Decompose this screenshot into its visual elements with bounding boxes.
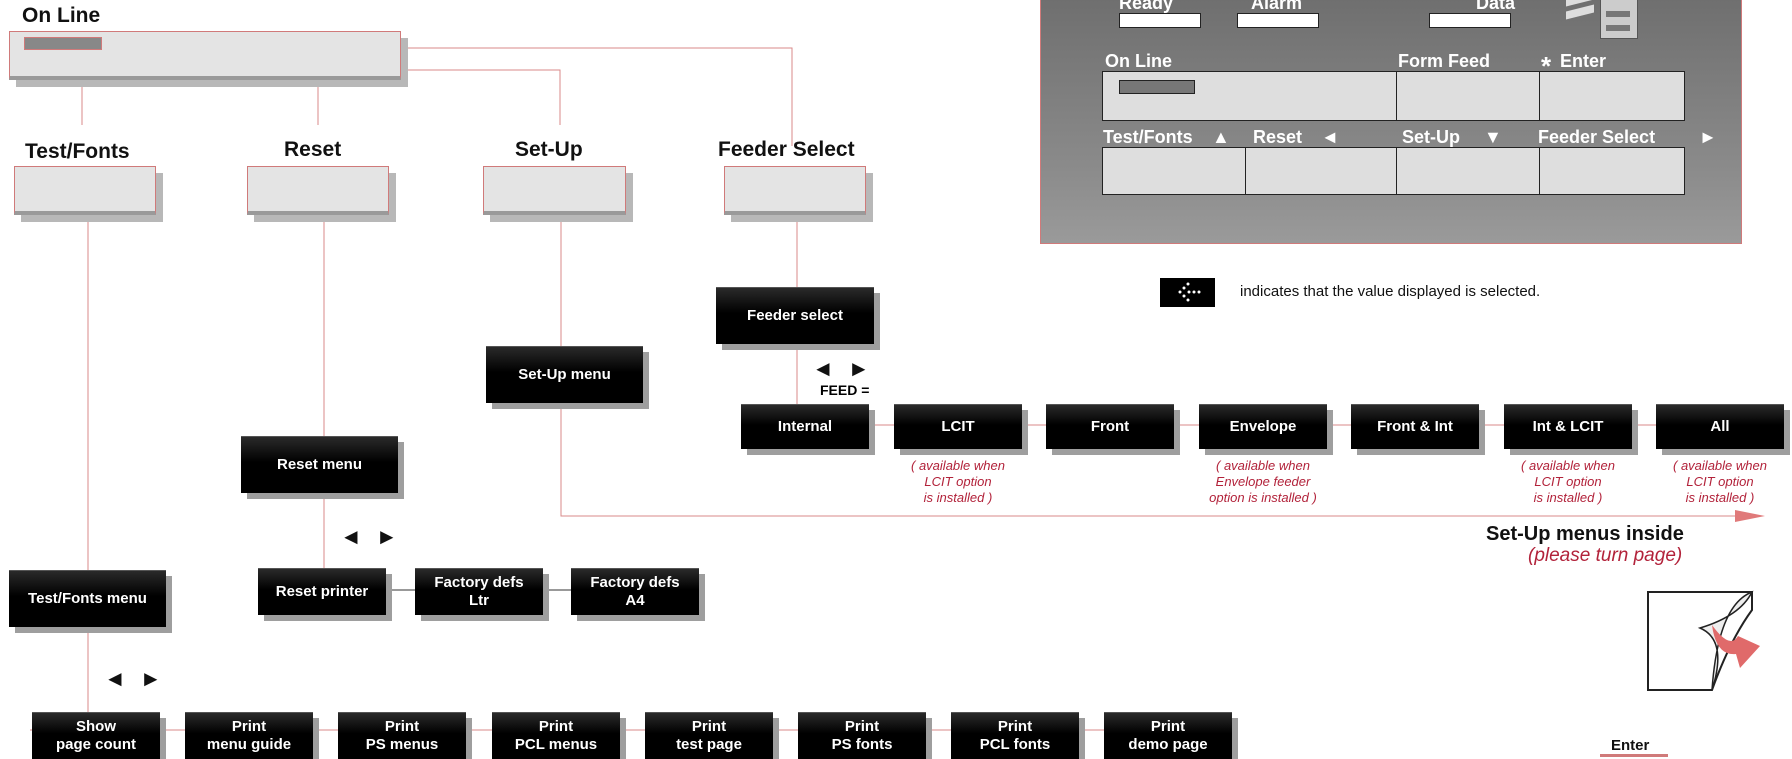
online-indicator-small (24, 37, 102, 50)
panel-online-label: On Line (1105, 51, 1172, 71)
feed-label: FEED = (820, 382, 870, 398)
up-arrow-icon: ▲ (1212, 127, 1230, 147)
legend-text: indicates that the value displayed is se… (1240, 283, 1541, 300)
printer-icon (1566, 0, 1638, 39)
testfonts-heading: Test/Fonts (25, 140, 130, 163)
online-indicator (1119, 80, 1195, 94)
reset-item: Reset printer (258, 568, 386, 615)
panel-online-key[interactable] (1102, 71, 1397, 121)
lcit-note: ( available when LCIT option is installe… (911, 458, 1005, 505)
envelope-note: ( available when Envelope feeder option … (1209, 458, 1317, 505)
reset-heading: Reset (284, 138, 342, 161)
feed-option-envelope: Envelope (1199, 404, 1327, 449)
data-led (1429, 13, 1511, 28)
panel-formfeed-label: Form Feed (1398, 51, 1491, 71)
setup-heading: Set-Up (515, 138, 583, 161)
selected-indicator-icon (1160, 278, 1215, 307)
online-heading: On Line (22, 4, 101, 27)
feeder-select-menu: Feeder select (716, 287, 874, 344)
right-arrow-icon: ► (1699, 127, 1717, 147)
panel-formfeed-key[interactable] (1396, 71, 1540, 121)
left-arrow-icon: ◄ (1321, 127, 1339, 147)
panel-reset-key[interactable] (1245, 147, 1397, 195)
setup-menu: Set-Up menu (486, 346, 643, 403)
enter-star-icon: * (1541, 51, 1552, 81)
panel-setup-label: Set-Up (1402, 127, 1460, 147)
reset-menu: Reset menu (241, 436, 398, 493)
panel-reset-label: Reset (1253, 127, 1303, 147)
feed-option-internal: Internal (741, 404, 869, 449)
reset-nav-arrows-icon: ◄ ► (340, 524, 402, 549)
down-arrow-icon: ▼ (1484, 127, 1502, 147)
feed-option-all: All (1656, 404, 1784, 449)
setup-key[interactable] (483, 166, 626, 215)
led-label-data: Data (1476, 0, 1516, 13)
setup-inside-subtitle: (please turn page) (1528, 545, 1683, 566)
feed-option-front-int: Front & Int (1351, 404, 1479, 449)
panel-testfonts-label: Test/Fonts (1103, 127, 1193, 147)
panel-setup-key[interactable] (1396, 147, 1540, 195)
testfonts-key[interactable] (14, 166, 156, 215)
feeder-heading: Feeder Select (718, 138, 855, 161)
panel-enter-label: Enter (1560, 51, 1607, 71)
feed-option-lcit: LCIT (894, 404, 1022, 449)
enter-bottom-key (1600, 754, 1668, 757)
panel-feeder-key[interactable] (1539, 147, 1685, 195)
reset-key[interactable] (247, 166, 389, 215)
led-label-alarm: Alarm (1251, 0, 1303, 13)
control-panel: Ready Alarm Data On Line Form Feed * Ent… (1040, 0, 1742, 244)
led-label-ready: Ready (1119, 0, 1174, 13)
panel-feeder-label: Feeder Select (1538, 127, 1656, 147)
testfonts-menu: Test/Fonts menu (9, 570, 166, 627)
panel-testfonts-key[interactable] (1102, 147, 1246, 195)
alarm-led (1237, 13, 1319, 28)
feed-option-int-lcit: Int & LCIT (1504, 404, 1632, 449)
panel-enter-key[interactable] (1539, 71, 1685, 121)
all-note: ( available when LCIT option is installe… (1673, 458, 1767, 505)
feeder-key[interactable] (724, 166, 866, 215)
feed-nav-arrows-icon: ◄ ► (812, 356, 874, 381)
page-turn-icon (1647, 590, 1760, 691)
enter-bottom-label: Enter (1611, 737, 1650, 754)
ready-led (1119, 13, 1201, 28)
int-lcit-note: ( available when LCIT option is installe… (1521, 458, 1615, 505)
testfonts-nav-arrows-icon: ◄ ► (104, 666, 166, 691)
feed-option-front: Front (1046, 404, 1174, 449)
online-key[interactable] (9, 31, 401, 80)
setup-inside-title: Set-Up menus inside (1486, 523, 1684, 545)
